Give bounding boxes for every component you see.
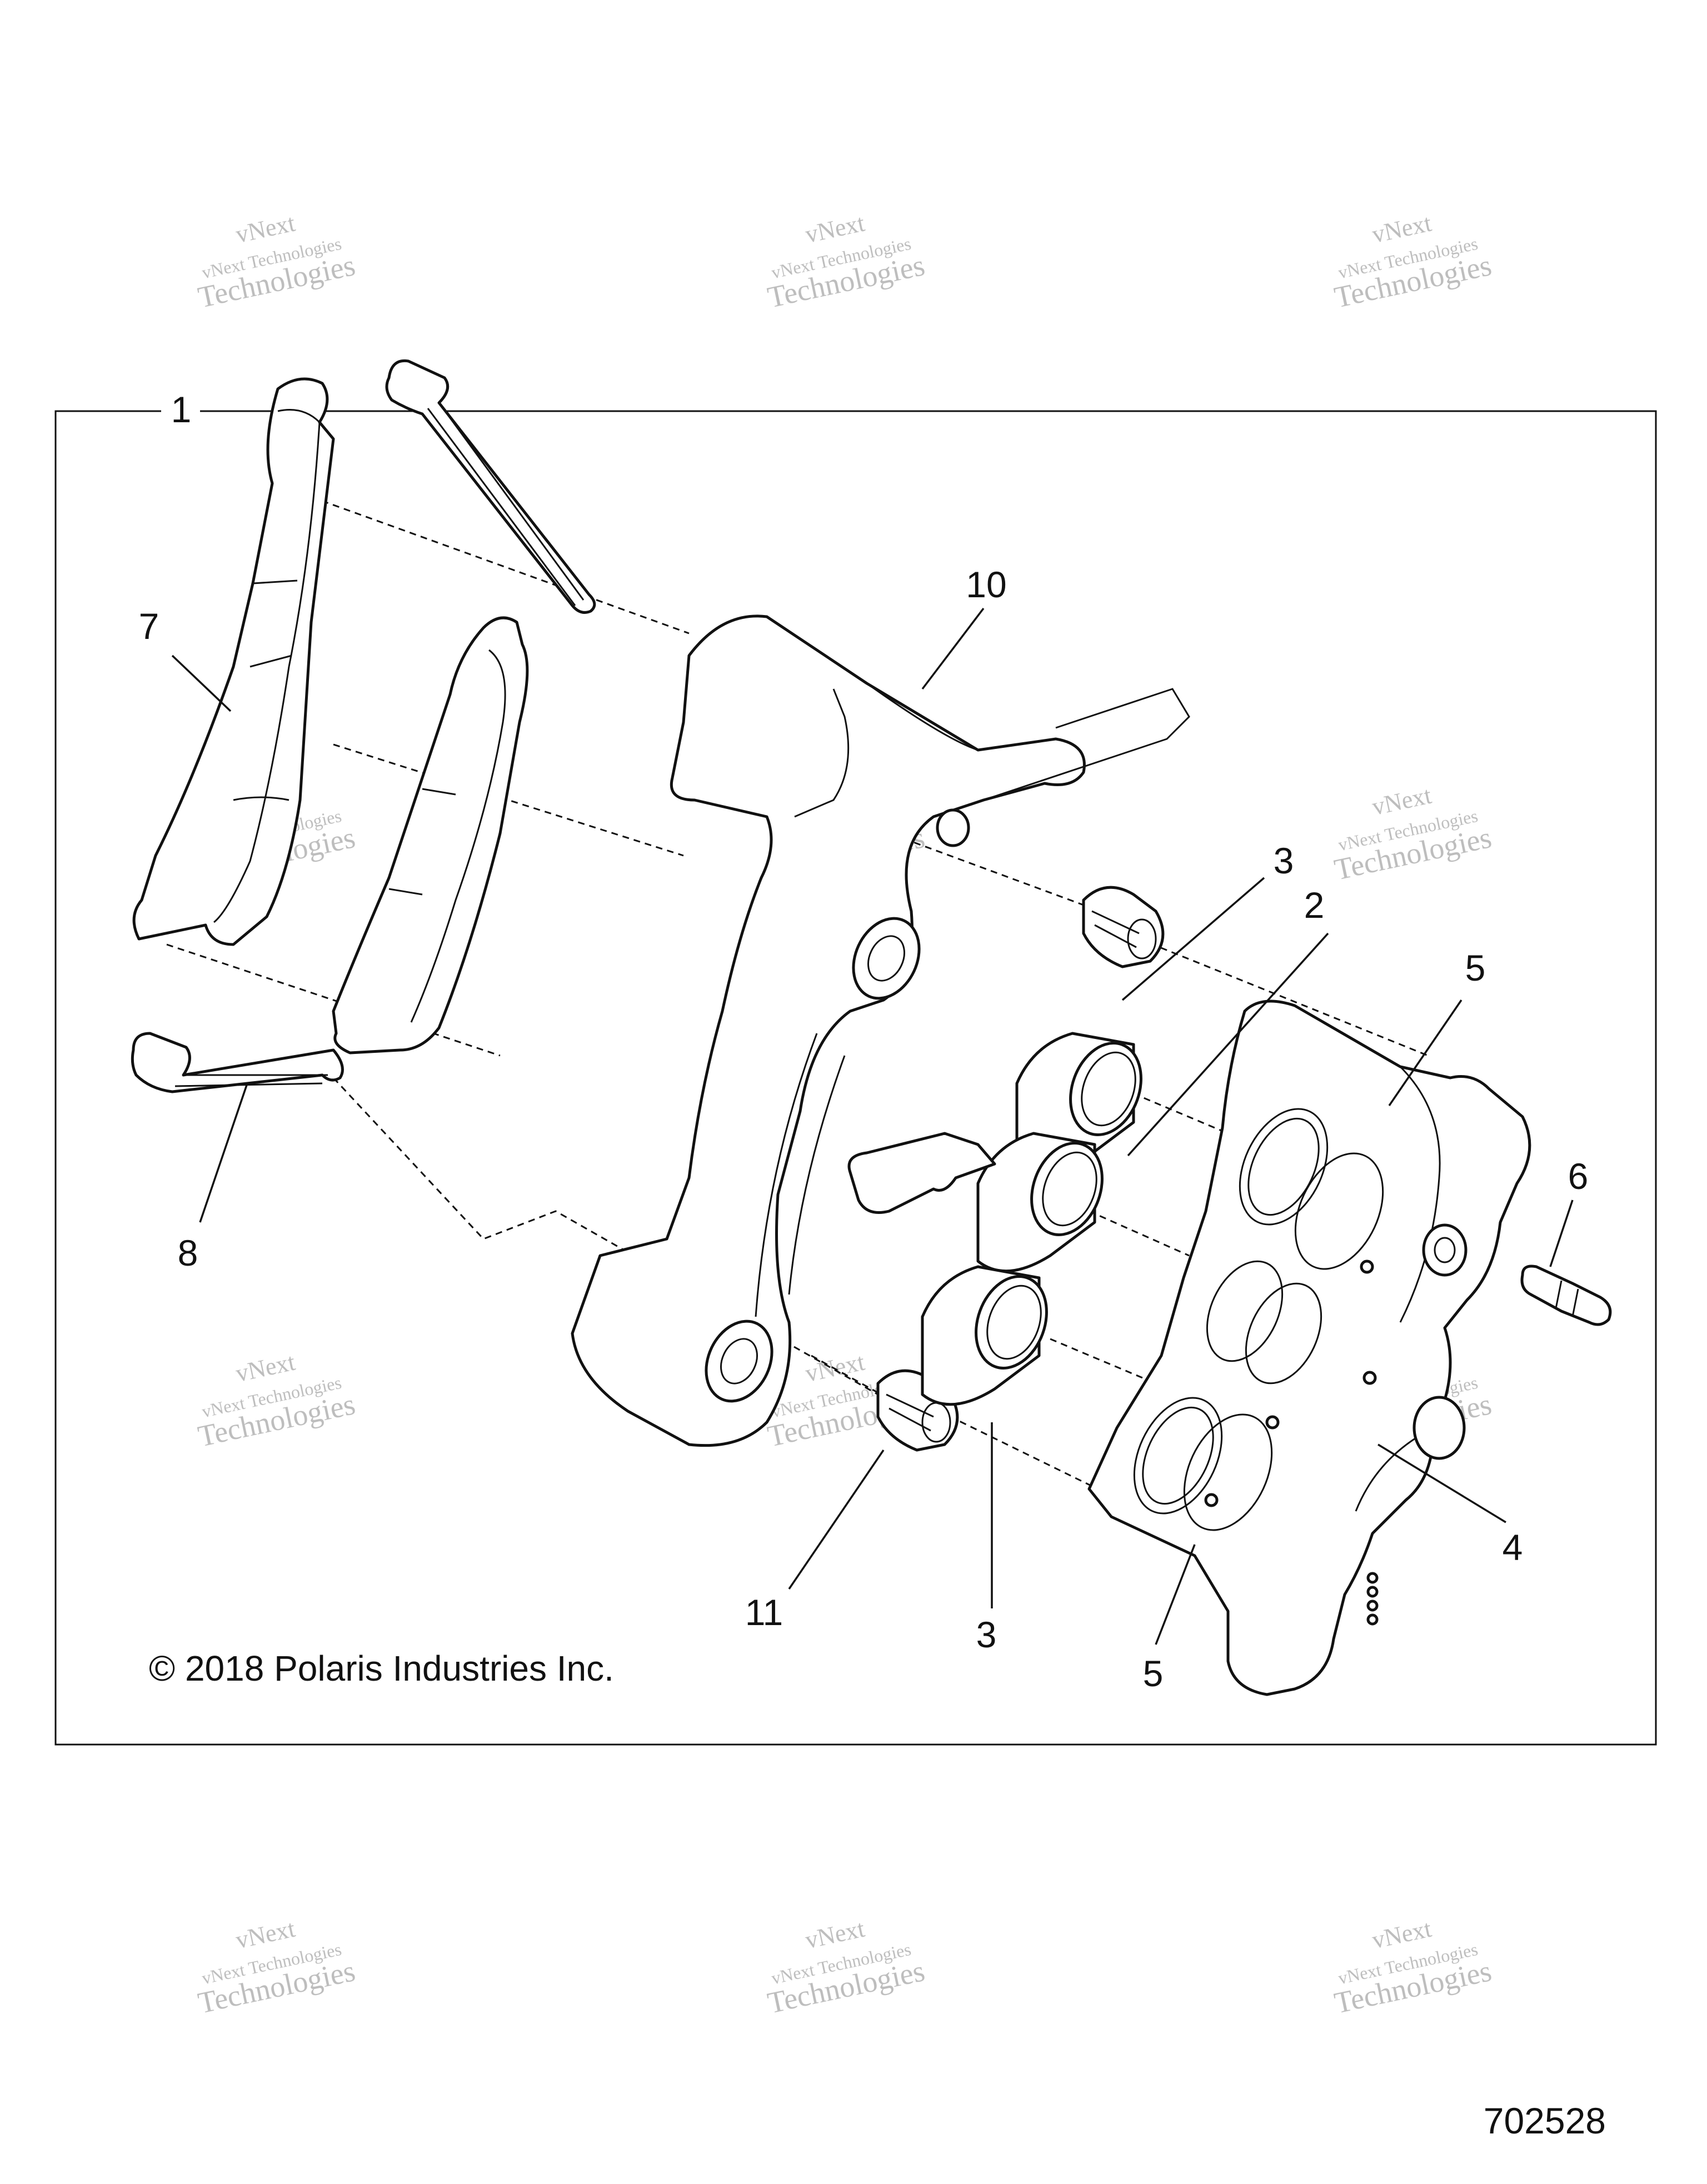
watermark: vNext vNext Technologies Technologies: [1331, 1915, 1494, 2020]
svg-text:vNext: vNext: [1370, 209, 1434, 248]
copyright-notice: © 2018 Polaris Industries Inc.: [149, 1648, 614, 1688]
leader-lines: [171, 607, 1574, 1645]
callout-11: 11: [745, 1592, 783, 1633]
brake-pad-rear: [332, 616, 529, 1054]
watermark: vNext vNext Technologies Technologies: [765, 209, 927, 314]
caliper-bracket: [571, 614, 1190, 1447]
svg-text:vNext: vNext: [803, 1915, 867, 1954]
callout-2: 2: [1304, 884, 1325, 926]
document-number: 702528: [1484, 2100, 1606, 2141]
callout-10: 10: [966, 564, 1006, 605]
svg-text:vNext: vNext: [1370, 1915, 1434, 1954]
watermark: vNext vNext Technologies Technologies: [195, 1915, 358, 2020]
caliper-housing: [1087, 999, 1531, 1696]
svg-text:vNext: vNext: [233, 1348, 297, 1387]
callout-8: 8: [178, 1232, 198, 1273]
svg-text:vNext: vNext: [233, 1915, 297, 1954]
watermark: vNext vNext Technologies Technologies: [1331, 209, 1494, 314]
assembly-frame: [54, 410, 1657, 1746]
svg-text:vNext: vNext: [233, 209, 297, 248]
callout-labels: 7 8 10 3 2 5 6 4 5 3 11: [139, 564, 1589, 1694]
piston-bottom: [921, 1265, 1048, 1406]
bleed-port-dots: [1366, 1572, 1379, 1626]
bleeder-valve: [1520, 1265, 1612, 1326]
callout-3-bottom: 3: [976, 1614, 997, 1655]
watermark: vNext vNext Technologies Technologies: [195, 209, 358, 314]
pin-upper: [385, 359, 596, 614]
pad-clip: [847, 1132, 996, 1214]
callout-6: 6: [1568, 1156, 1589, 1197]
piston-middle: [976, 1132, 1104, 1273]
callout-1: 1: [171, 389, 192, 430]
brake-pad-front: [132, 377, 335, 946]
callout-3-top: 3: [1274, 840, 1294, 881]
callout-5-bottom: 5: [1143, 1653, 1164, 1694]
svg-text:vNext: vNext: [1370, 782, 1434, 821]
boot-upper: [1082, 886, 1165, 968]
callout-7: 7: [139, 606, 159, 647]
watermark: vNext vNext Technologies Technologies: [1331, 782, 1494, 887]
svg-text:vNext: vNext: [803, 209, 867, 248]
pin-lower: [131, 1032, 344, 1093]
watermark: vNext vNext Technologies Technologies: [765, 1915, 927, 2020]
callout-5-top: 5: [1465, 947, 1486, 988]
watermark: vNext vNext Technologies Technologies: [195, 1348, 358, 1453]
callout-4: 4: [1503, 1527, 1523, 1568]
